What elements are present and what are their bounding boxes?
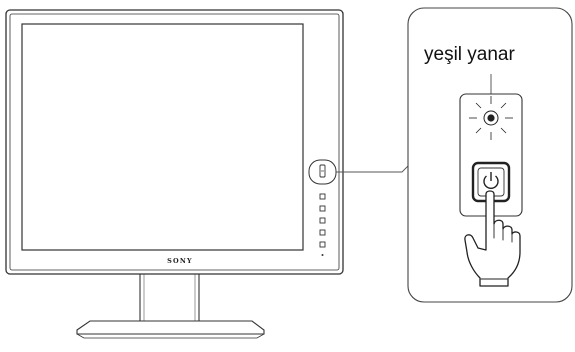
pointing-hand-icon (464, 190, 521, 287)
control-button-3[interactable] (319, 217, 326, 224)
monitor (5, 9, 344, 275)
monitor-stand (76, 274, 265, 339)
indicator-lamp (469, 96, 513, 140)
side-controls (319, 164, 326, 256)
monitor-outer-bezel (5, 9, 344, 275)
callout-connector (336, 160, 414, 173)
control-dot (321, 254, 324, 256)
monitor-inner-bezel (9, 13, 340, 271)
power-symbol-icon (483, 172, 499, 190)
indicator-lamp-outer (483, 110, 499, 126)
power-highlight-ring (308, 159, 337, 185)
control-button-4[interactable] (319, 229, 326, 236)
control-button-1[interactable] (319, 193, 326, 200)
monitor-screen (21, 23, 304, 251)
stand-base (76, 320, 265, 335)
brand-logo: SONY (167, 257, 193, 265)
indicator-label: yeşil yanar (424, 44, 515, 65)
control-button-5[interactable] (319, 241, 326, 248)
control-button-2[interactable] (319, 205, 326, 212)
indicator-lamp-core (487, 114, 495, 122)
callout-box (407, 7, 573, 303)
indicator-rays (469, 96, 513, 140)
power-button[interactable] (319, 164, 326, 178)
